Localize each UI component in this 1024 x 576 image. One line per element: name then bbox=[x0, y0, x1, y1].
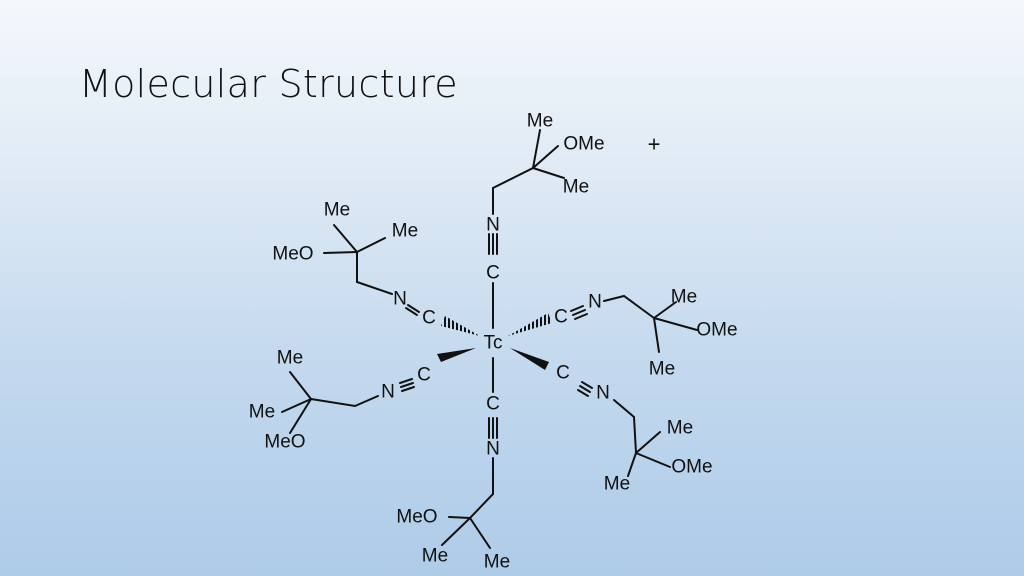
atom-me-bottom-2: Me bbox=[484, 552, 510, 573]
triple-bond-ur-2 bbox=[572, 309, 586, 316]
triple-bond-ul-1 bbox=[407, 304, 420, 313]
bond-lines bbox=[281, 129, 698, 549]
atom-meo-ul: MeO bbox=[272, 244, 313, 265]
atom-ome-top: OMe bbox=[563, 134, 604, 155]
triple-bond-ul-2 bbox=[405, 307, 418, 316]
wedge-bond-lower-left bbox=[437, 348, 476, 362]
charge-plus: + bbox=[648, 132, 661, 157]
chain-ur bbox=[603, 294, 655, 319]
atom-n-lr: N bbox=[596, 383, 610, 404]
atom-n-bottom: N bbox=[486, 439, 500, 460]
atom-meo-bottom: MeO bbox=[396, 507, 437, 528]
atom-c-lr: C bbox=[556, 363, 570, 384]
atom-c-top: C bbox=[486, 263, 500, 284]
atom-n-top: N bbox=[486, 215, 500, 236]
slide-title: Molecular Structure bbox=[79, 62, 458, 106]
triple-bond-ll-3 bbox=[401, 386, 415, 392]
atom-me-bottom-1: Me bbox=[422, 546, 448, 567]
triple-bond-lr-3 bbox=[577, 389, 589, 397]
triple-bond-ur-3 bbox=[574, 313, 588, 320]
atom-meo-ll: MeO bbox=[264, 432, 305, 453]
atom-n-ll: N bbox=[381, 382, 395, 403]
atom-me-ur-1: Me bbox=[671, 287, 697, 308]
atom-me-ur-2: Me bbox=[649, 359, 675, 380]
atom-me-top-2: Me bbox=[563, 177, 589, 198]
wedge-bond-lower-right bbox=[510, 348, 549, 370]
hash-bond-upper-right bbox=[508, 313, 552, 336]
atom-tc: Tc bbox=[484, 333, 503, 354]
triple-bond-lr-1 bbox=[581, 381, 593, 389]
hash-bond-upper-left bbox=[441, 316, 480, 336]
atom-c-ll: C bbox=[417, 365, 431, 386]
atom-me-ul-2: Me bbox=[392, 221, 418, 242]
atom-me-top-1: Me bbox=[527, 111, 553, 132]
atom-me-lr-1: Me bbox=[667, 418, 693, 439]
atom-ome-lr: OMe bbox=[671, 457, 712, 478]
atom-n-ur: N bbox=[588, 292, 602, 313]
triple-bond-ur-1 bbox=[570, 305, 584, 312]
atom-c-bottom: C bbox=[486, 394, 500, 415]
atom-n-ul: N bbox=[393, 289, 407, 310]
chain-lr bbox=[613, 399, 637, 454]
atom-c-ur: C bbox=[554, 307, 568, 328]
triple-bond-ll-1 bbox=[399, 378, 413, 384]
atom-me-ul-1: Me bbox=[324, 200, 350, 221]
atom-ome-ur: OMe bbox=[696, 320, 737, 341]
triple-bond-lr-2 bbox=[579, 385, 591, 393]
chain-ll bbox=[310, 395, 379, 408]
chain-ul bbox=[356, 251, 393, 295]
chain-bottom bbox=[448, 457, 494, 520]
atom-me-ll-1: Me bbox=[277, 348, 303, 369]
atom-me-ll-2: Me bbox=[249, 402, 275, 423]
atom-me-lr-2: Me bbox=[604, 474, 630, 495]
atom-c-ul: C bbox=[422, 308, 436, 329]
triple-bond-ll-2 bbox=[400, 382, 414, 388]
chain-top bbox=[492, 145, 559, 215]
